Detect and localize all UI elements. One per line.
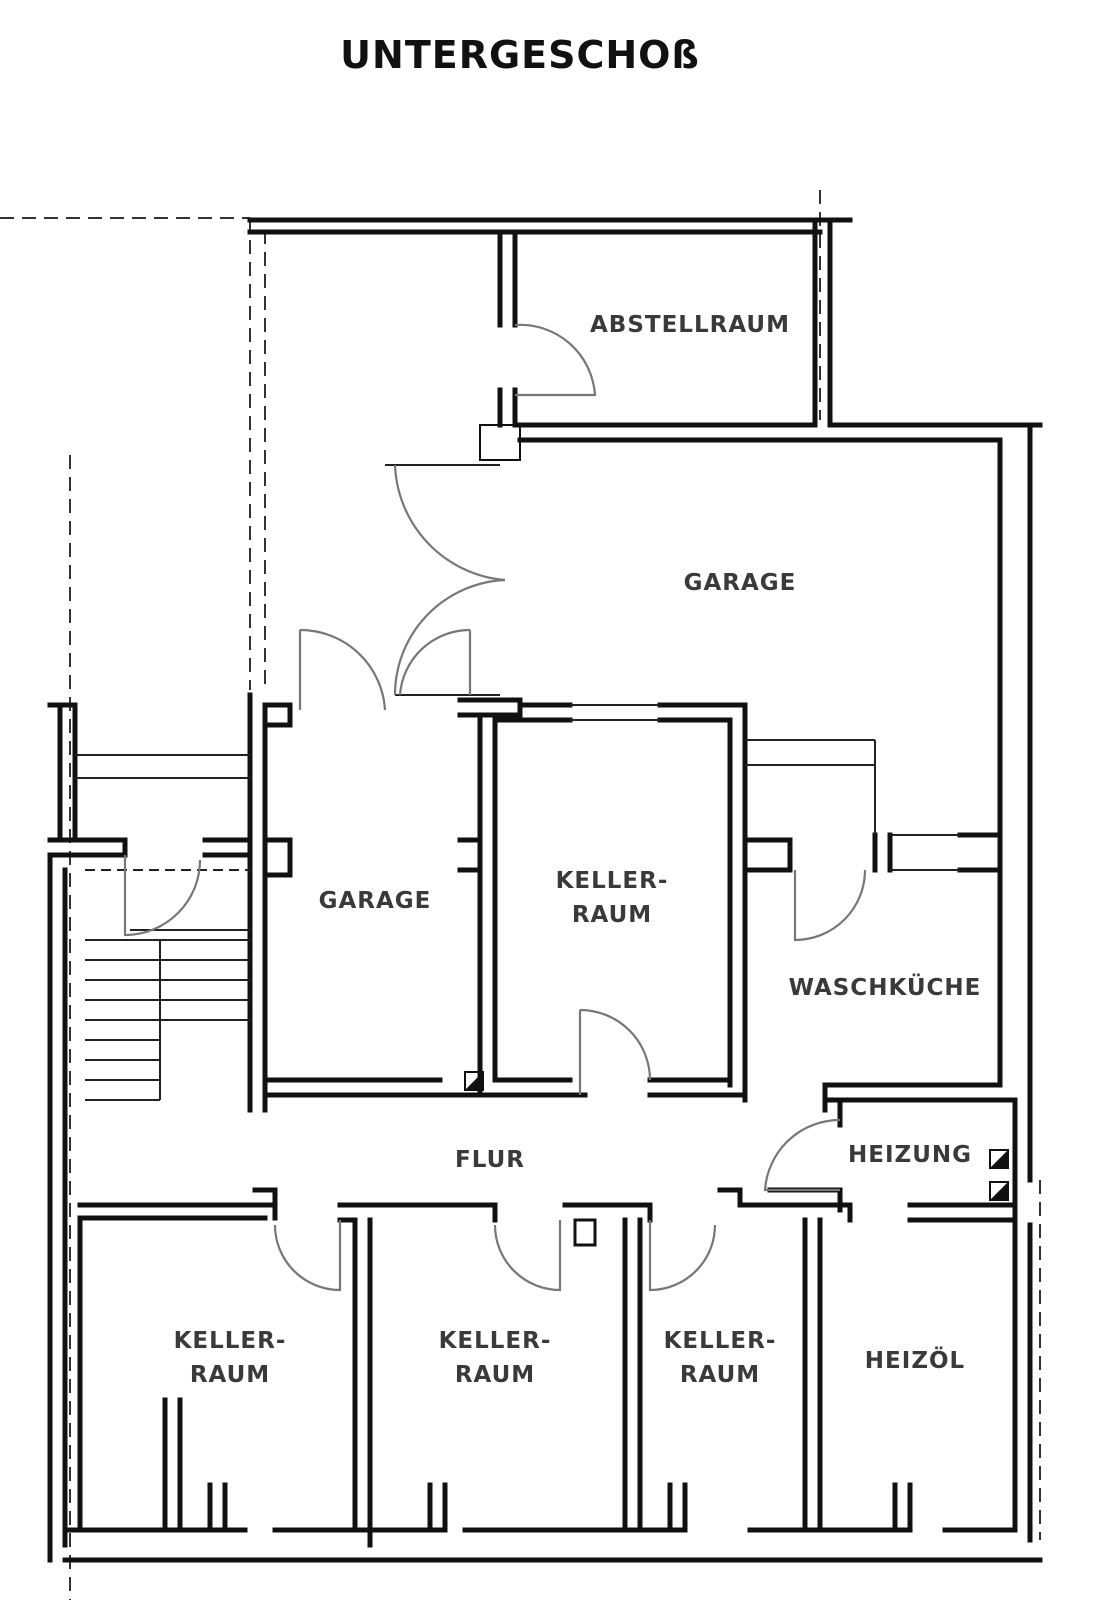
walls: [47, 217, 1043, 1563]
room-label-heizoel: HEIZÖL: [865, 1346, 965, 1374]
door-swings: [123, 323, 867, 1292]
thin-lines: [75, 464, 960, 1101]
room-label-flur: FLUR: [455, 1147, 525, 1173]
room-labels: ABSTELLRAUM GARAGE GARAGE KELLER- RAUM W…: [174, 312, 982, 1388]
room-label-kellerraum-3-line2: RAUM: [680, 1362, 760, 1388]
room-label-kellerraum-2-line1: KELLER-: [439, 1328, 552, 1354]
boundary-lines: [0, 190, 1041, 1600]
room-label-abstellraum: ABSTELLRAUM: [590, 312, 790, 338]
room-label-waschkueche: WASCHKÜCHE: [789, 973, 982, 1001]
plan-title: UNTERGESCHOß: [340, 33, 700, 77]
room-label-garage-large: GARAGE: [684, 570, 797, 596]
room-label-garage-small: GARAGE: [319, 888, 432, 914]
room-label-kellerraum-1-line1: KELLER-: [174, 1328, 287, 1354]
room-label-kellerraum-upper-line2: RAUM: [572, 902, 652, 928]
room-label-kellerraum-3-line1: KELLER-: [664, 1328, 777, 1354]
room-label-kellerraum-1-line2: RAUM: [190, 1362, 270, 1388]
room-label-heizung: HEIZUNG: [848, 1142, 972, 1168]
room-label-kellerraum-2-line2: RAUM: [455, 1362, 535, 1388]
room-label-kellerraum-upper-line1: KELLER-: [556, 868, 669, 894]
shaft-symbols: [464, 1071, 1009, 1201]
